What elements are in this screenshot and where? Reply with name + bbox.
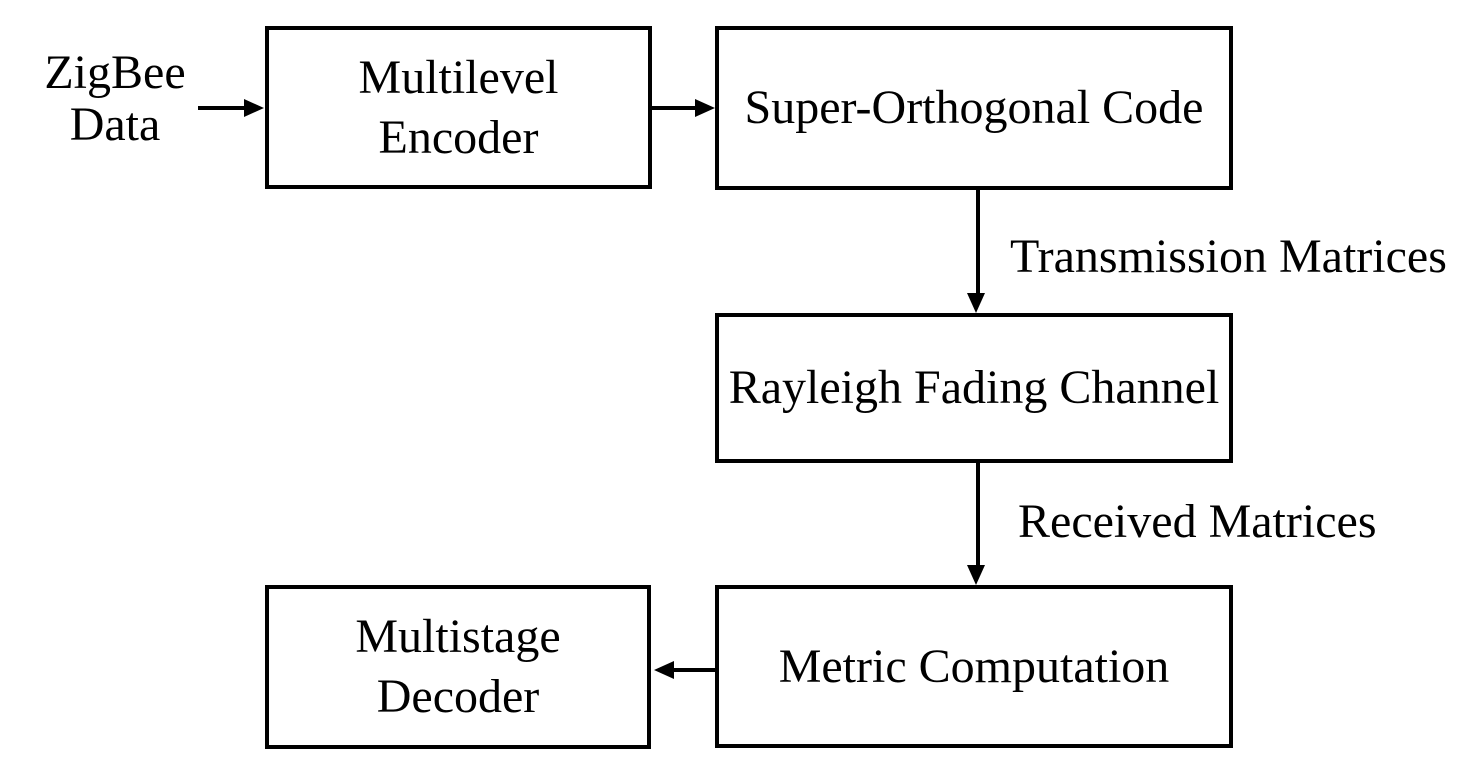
metric-computation-box: Metric Computation [715, 585, 1233, 748]
arrow-shaft [652, 106, 696, 110]
multistage-decoder-label-line2: Decoder [376, 670, 540, 723]
arrowhead-down-icon [967, 293, 985, 313]
multistage-decoder-label-line1: Multistage [355, 610, 561, 663]
received-matrices-label: Received Matrices [1018, 495, 1377, 548]
super-orthogonal-code-label: Super-Orthogonal Code [744, 81, 1204, 134]
metric-computation-label: Metric Computation [778, 639, 1170, 693]
arrowhead-right-icon [244, 99, 264, 117]
arrowhead-down-icon [967, 565, 985, 585]
multilevel-encoder-box: Multilevel Encoder [265, 26, 652, 189]
multilevel-encoder-label-line1: Multilevel [358, 50, 559, 104]
arrow-shaft [976, 463, 980, 566]
multistage-decoder-box: Multistage Decoder [265, 585, 651, 749]
arrowhead-left-icon [654, 661, 674, 679]
zigbee-data-label-line1: ZigBee [44, 46, 186, 99]
rayleigh-fading-channel-label: Rayleigh Fading Channel [728, 361, 1220, 414]
arrow-shaft [976, 190, 980, 294]
zigbee-data-label: ZigBee Data [20, 47, 210, 151]
arrow-shaft [674, 668, 715, 672]
transmission-matrices-label: Transmission Matrices [1010, 230, 1447, 283]
arrow-shaft [198, 106, 245, 110]
zigbee-data-label-line2: Data [69, 98, 161, 151]
rayleigh-fading-channel-box: Rayleigh Fading Channel [715, 313, 1233, 463]
arrowhead-right-icon [695, 99, 715, 117]
multilevel-encoder-label-line2: Encoder [378, 110, 539, 164]
super-orthogonal-code-box: Super-Orthogonal Code [715, 26, 1233, 190]
